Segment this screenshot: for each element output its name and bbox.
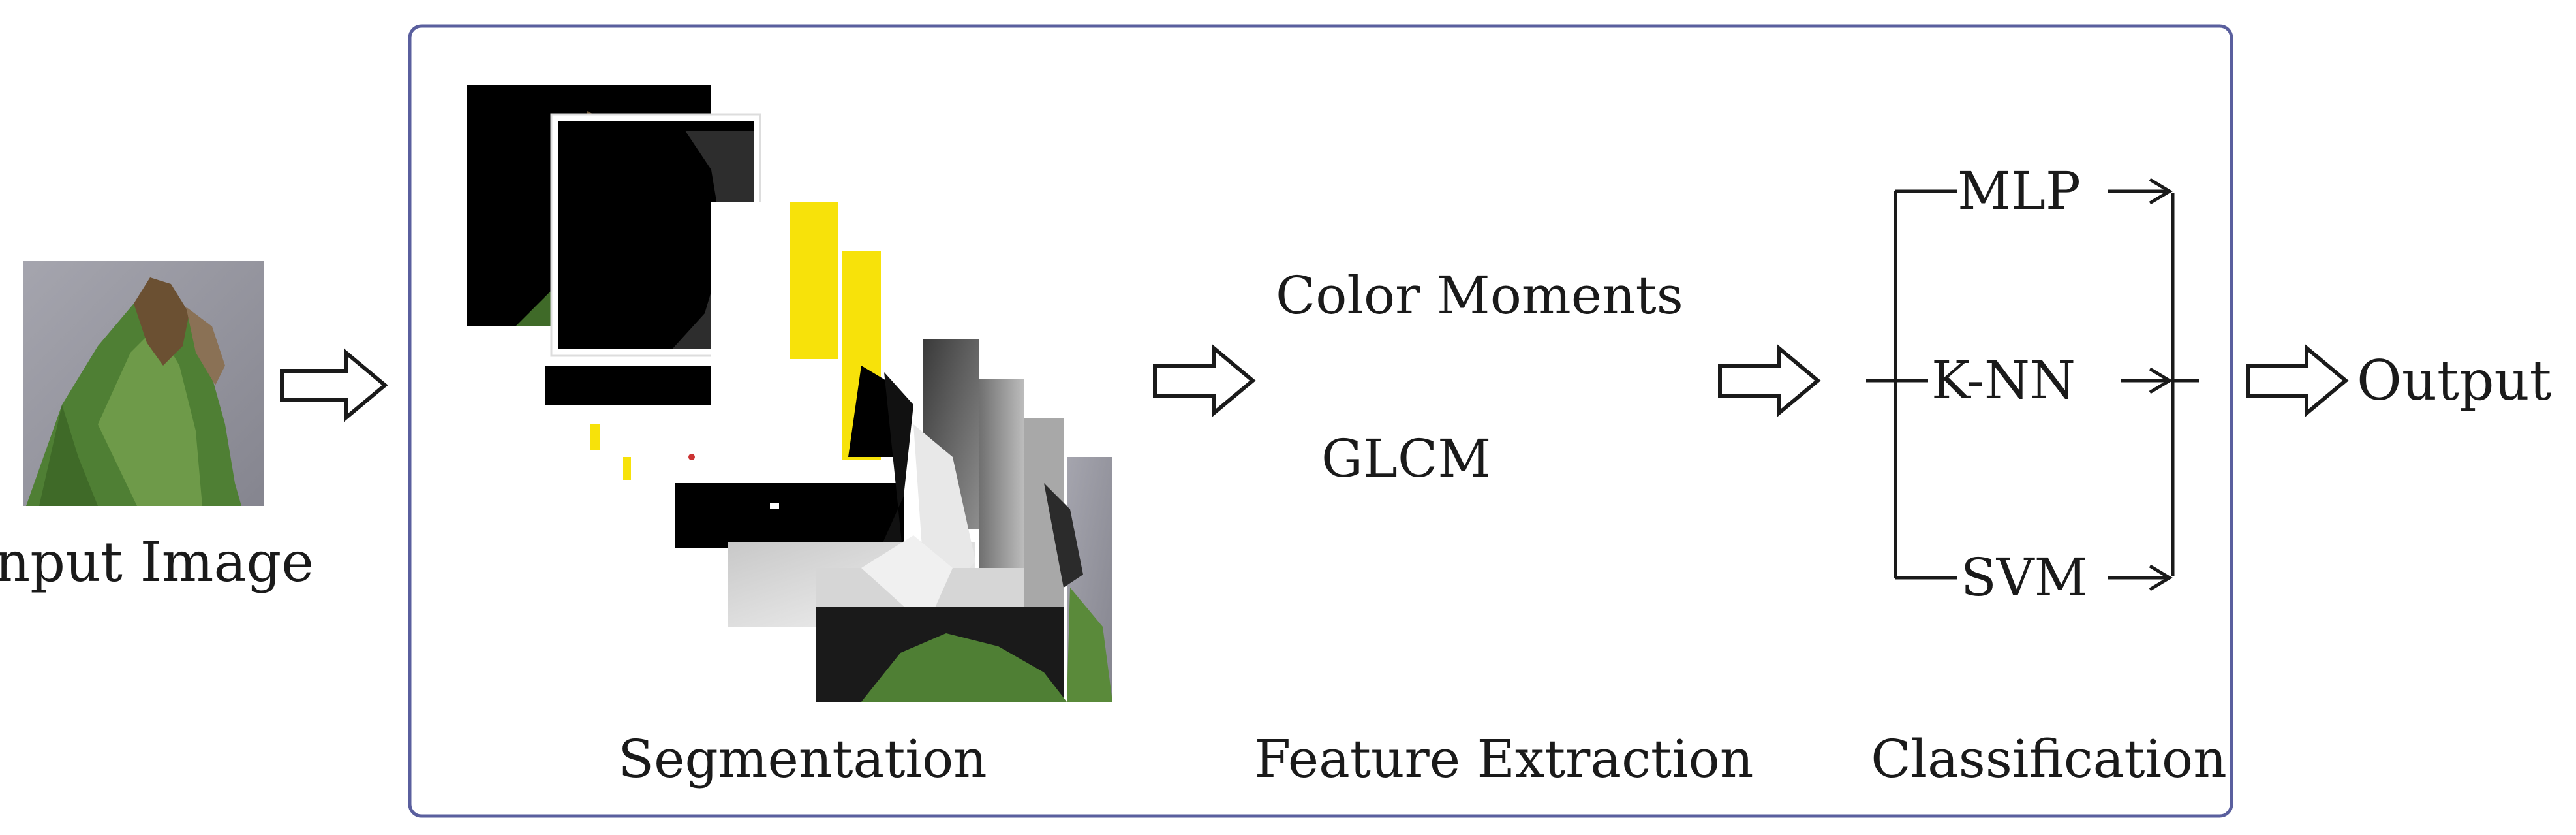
classifier-bracket xyxy=(1866,178,2199,591)
input-image-thumbnail xyxy=(23,261,264,506)
feature-extraction-label: Feature Extraction xyxy=(1255,729,1754,789)
classifier-mlp: MLP xyxy=(1957,161,2081,221)
segment-card-4 xyxy=(590,202,907,480)
arrow-features-to-classification xyxy=(1718,343,1821,418)
input-image-label: Input Image xyxy=(0,530,314,594)
classifier-knn: K-NN xyxy=(1931,350,2076,411)
classification-label: Classification xyxy=(1871,729,2226,789)
segmentation-stack xyxy=(467,85,1112,702)
feature-glcm: GLCM xyxy=(1321,428,1491,489)
arrow-classification-to-output xyxy=(2246,343,2349,418)
output-label: Output xyxy=(2357,349,2552,413)
segment-card-2 xyxy=(550,113,761,357)
segmentation-label: Segmentation xyxy=(618,729,987,789)
segment-card-9 xyxy=(816,457,1112,702)
segment-card-5 xyxy=(675,483,907,548)
classifier-svm: SVM xyxy=(1961,547,2088,608)
feature-color-moments: Color Moments xyxy=(1276,265,1683,326)
arrow-input-to-segmentation xyxy=(280,348,388,422)
arrow-segmentation-to-features xyxy=(1153,343,1256,418)
pipeline-frame xyxy=(408,24,2233,818)
